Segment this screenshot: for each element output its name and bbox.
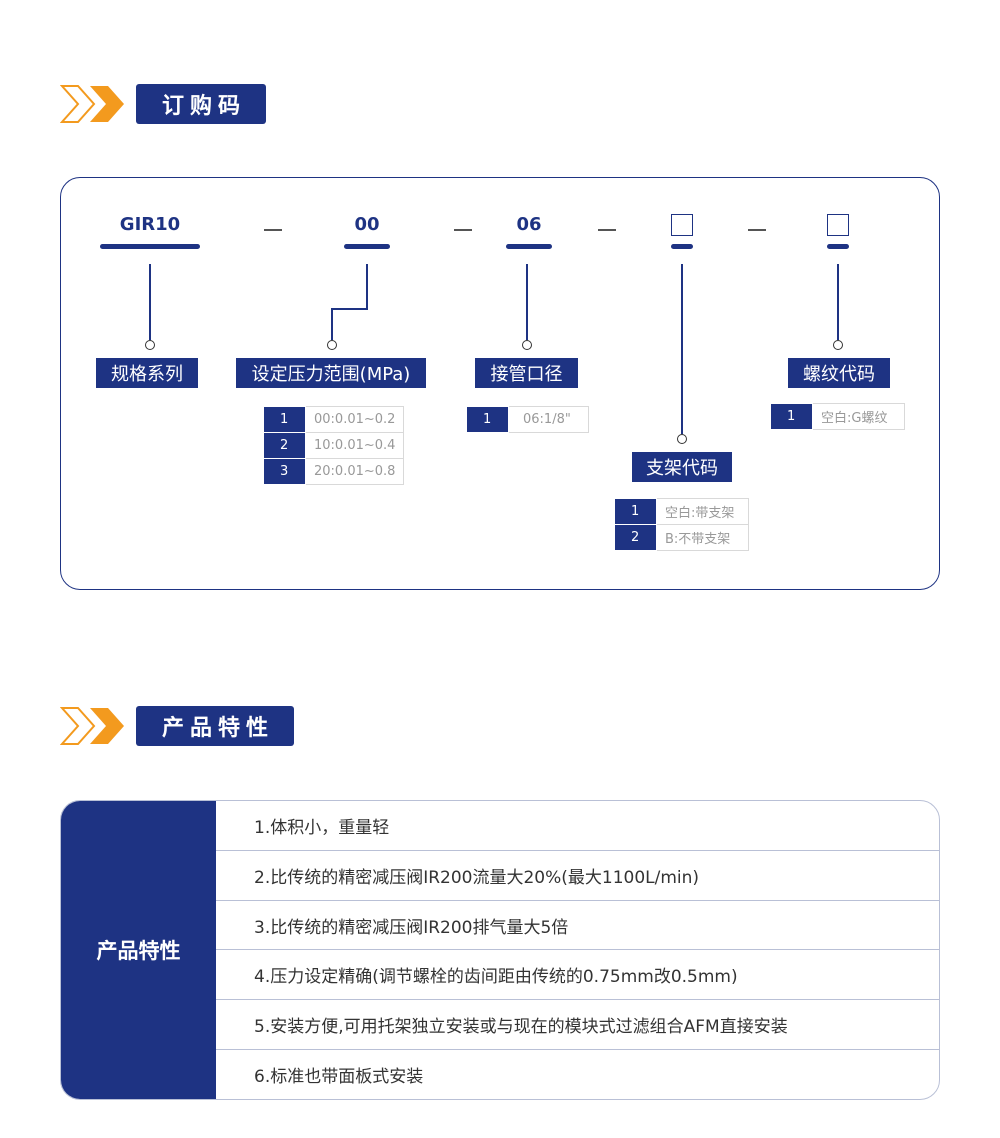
feature-item: 6.标准也带面板式安装 (254, 1067, 424, 1088)
separator-dash (598, 229, 616, 231)
connector-dot (677, 434, 687, 444)
feature-item: 3.比传统的精密减压阀IR200排气量大5倍 (216, 901, 939, 951)
feature-item: 4.压力设定精确(调节螺栓的齿间距由传统的0.75mm改0.5mm) (216, 950, 939, 1001)
section-title: 订购码 (136, 84, 267, 124)
separator-dash (748, 229, 766, 231)
option-value: 00:0.01~0.2 (304, 406, 405, 433)
option-index: 1 (466, 406, 509, 433)
connector-line (149, 264, 151, 340)
segment-bar (671, 244, 693, 249)
option-value: 06:1/8" (508, 406, 589, 433)
connector-line (331, 308, 368, 310)
segment-code-spec: GIR10 (119, 214, 181, 235)
option-index: 3 (263, 458, 306, 485)
segment-code-port: 06 (516, 214, 542, 235)
separator-dash (264, 229, 282, 231)
segment-placeholder-thread (827, 214, 849, 236)
segment-code-pressure: 00 (354, 214, 380, 235)
section-title: 产品特性 (136, 706, 295, 746)
segment-bar (100, 244, 200, 249)
connector-dot (522, 340, 532, 350)
option-index: 2 (263, 432, 306, 459)
label-thread-code: 螺纹代码 (788, 358, 890, 388)
option-value: 20:0.01~0.8 (304, 458, 405, 485)
label-spec-series: 规格系列 (96, 358, 198, 388)
chevron-right-icon (60, 82, 130, 126)
feature-item: 2.比传统的精密减压阀IR200流量大20%(最大1100L/min) (216, 851, 939, 901)
connector-line (366, 264, 368, 309)
option-value: 空白:G螺纹 (812, 403, 905, 430)
features-header: 产品特性 (60, 704, 295, 748)
segment-bar (506, 244, 552, 249)
option-value: 10:0.01~0.4 (304, 432, 405, 459)
option-value: B:不带支架 (656, 524, 749, 551)
label-port-size: 接管口径 (475, 358, 578, 388)
option-index: 1 (770, 403, 813, 430)
features-table: 产品特性 1.体积小，重量轻 2.比传统的精密减压阀IR200流量大20%(最大… (60, 800, 940, 1100)
label-pressure-range: 设定压力范围(MPa) (236, 358, 426, 388)
order-code-box (60, 177, 940, 590)
segment-bar (344, 244, 390, 249)
option-index: 1 (263, 406, 306, 433)
features-rows: 1.体积小，重量轻 2.比传统的精密减压阀IR200流量大20%(最大1100L… (216, 801, 939, 1099)
segment-bar (827, 244, 849, 249)
connector-line (837, 264, 839, 340)
connector-line (526, 264, 528, 340)
connector-line (681, 264, 683, 434)
connector-dot (833, 340, 843, 350)
connector-dot (145, 340, 155, 350)
order-code-header: 订购码 (60, 82, 267, 126)
feature-item: 5.安装方便,可用托架独立安装或与现在的模块式过滤组合AFM直接安装 (216, 1000, 939, 1051)
option-index: 1 (614, 498, 657, 525)
segment-placeholder-bracket (671, 214, 693, 236)
option-index: 2 (614, 524, 657, 551)
connector-line (331, 308, 333, 340)
connector-dot (327, 340, 337, 350)
features-side-label: 产品特性 (61, 801, 216, 1099)
separator-dash (454, 229, 472, 231)
label-bracket-code: 支架代码 (632, 452, 732, 482)
chevron-right-icon (60, 704, 130, 748)
option-value: 空白:带支架 (656, 498, 749, 525)
feature-item: 1.体积小，重量轻 (216, 801, 939, 851)
